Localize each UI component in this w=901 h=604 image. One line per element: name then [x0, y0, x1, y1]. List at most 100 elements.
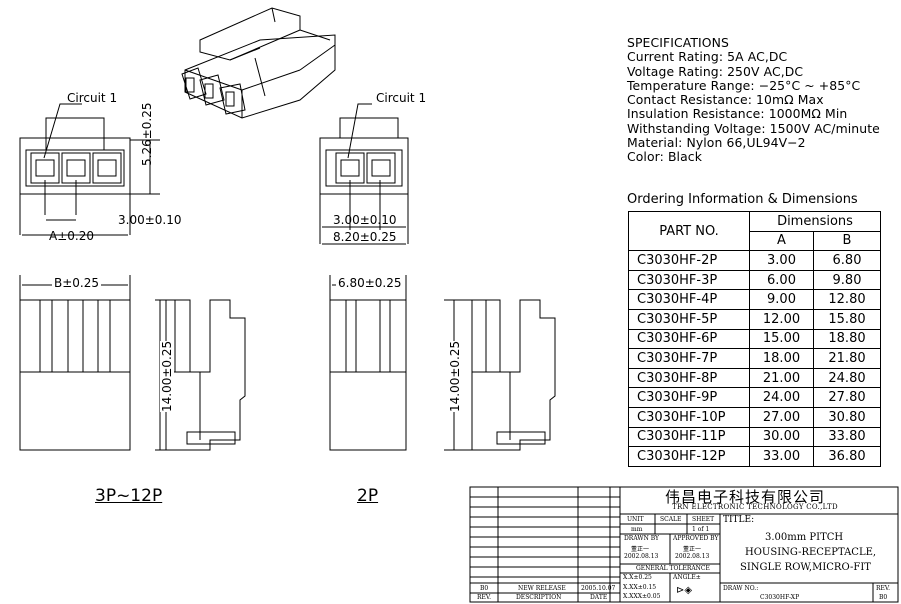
- dim-b-cell: 6.80: [813, 250, 881, 271]
- rev-value: B0: [879, 594, 888, 601]
- dim-a-cell: 30.00: [749, 426, 814, 448]
- dim-a-cell: 15.00: [749, 328, 814, 350]
- part-number-cell: C3030HF-10P: [628, 406, 750, 428]
- pitch-dim-left: 3.00±0.10: [118, 213, 182, 227]
- dim-a-cell: 9.00: [749, 289, 814, 310]
- part-number-cell: C3030HF-12P: [628, 446, 750, 467]
- width-2p-dim: 6.80±0.25: [336, 276, 404, 290]
- side-view-3p: [19, 275, 131, 451]
- rev-date: 2005.10.07: [581, 585, 616, 592]
- title-line-1: 3.00mm PITCH: [765, 532, 844, 543]
- dim-b-cell: 21.80: [813, 348, 881, 369]
- rev-description: NEW RELEASE: [518, 585, 566, 592]
- approved-date: 2002.08.13: [675, 553, 710, 560]
- unit-value: mm: [631, 526, 643, 533]
- projection-symbol-icon: ⊳◈: [676, 585, 693, 596]
- specifications: SPECIFICATIONS Current Rating: 5A AC,DC …: [627, 35, 880, 165]
- spec-line: Withstanding Voltage: 1500V AC/minute: [627, 120, 880, 136]
- description-header: DESCRIPTION: [516, 594, 562, 601]
- width-dim-right: 8.20±0.25: [333, 230, 397, 244]
- unit-label: UNIT: [627, 516, 644, 523]
- rev-code: B0: [480, 585, 489, 592]
- dim-a-cell: 6.00: [749, 269, 814, 291]
- sheet-label: SHEET: [692, 516, 715, 523]
- dim-b-cell: 33.80: [813, 426, 881, 448]
- part-number-cell: C3030HF-2P: [628, 250, 750, 271]
- tolerance-3: X.XXX±0.05: [623, 593, 661, 600]
- dim-b-cell: 12.80: [813, 289, 881, 310]
- spec-line: Voltage Rating: 250V AC,DC: [627, 63, 804, 79]
- spec-line: Current Rating: 5A AC,DC: [627, 49, 788, 65]
- title-block-frame: [469, 486, 899, 603]
- part-number-cell: C3030HF-9P: [628, 387, 750, 408]
- spec-line: Insulation Resistance: 1000MΩ Min: [627, 106, 848, 122]
- tolerance-label: GENERAL TOLERANCE: [636, 565, 710, 572]
- spec-line: Temperature Range: −25°C ~ +85°C: [627, 77, 861, 93]
- dim-a-cell: 12.00: [749, 308, 814, 330]
- part-number-cell: C3030HF-7P: [628, 348, 750, 369]
- ordering-title: Ordering Information & Dimensions: [627, 192, 858, 207]
- dim-a-cell: 24.00: [749, 387, 814, 408]
- title-line-3: SINGLE ROW,MICRO-FIT: [740, 562, 871, 573]
- rev-label: REV.: [876, 585, 891, 592]
- isometric-view: [181, 7, 336, 119]
- height-dim-right: 14.00±0.25: [448, 340, 462, 412]
- width-b-dim: B±0.25: [52, 276, 102, 290]
- circuit-label-right: Circuit 1: [376, 91, 427, 105]
- spec-line: Contact Resistance: 10mΩ Max: [627, 92, 824, 108]
- spec-line: Material: Nylon 66,UL94V−2: [627, 135, 806, 151]
- dim-a-cell: 27.00: [749, 406, 814, 428]
- dim-b-cell: 27.80: [813, 387, 881, 408]
- part-number-cell: C3030HF-6P: [628, 328, 750, 350]
- scale-label: SCALE: [660, 516, 682, 523]
- spec-line: Color: Black: [627, 149, 702, 165]
- drawn-by-label: DRAWN BY: [624, 535, 660, 542]
- dim-a-cell: 33.00: [749, 446, 814, 467]
- part-number-cell: C3030HF-8P: [628, 367, 750, 389]
- dim-b-cell: 18.80: [813, 328, 881, 350]
- height-dim-left: 14.00±0.25: [160, 340, 174, 412]
- col-a-header: A: [749, 230, 814, 252]
- sheet-value: 1 of 1: [692, 526, 710, 533]
- approved-by-name: 董正一: [683, 546, 702, 553]
- dim-b-cell: 15.80: [813, 308, 881, 330]
- company-name-cn: 伟昌电子科技有限公司: [665, 488, 826, 506]
- dim-a-cell: 18.00: [749, 348, 814, 369]
- front-view-2p: [319, 103, 409, 245]
- circuit-label-left: Circuit 1: [67, 91, 118, 105]
- tolerance-2: X.XX±0.15: [623, 584, 657, 591]
- spec-heading: SPECIFICATIONS: [627, 35, 729, 50]
- drawing-number: C3030HF-XP: [760, 594, 800, 601]
- title-label: TITLE:: [723, 515, 755, 525]
- part-number-cell: C3030HF-11P: [628, 426, 750, 448]
- dim-b-cell: 36.80: [813, 446, 881, 467]
- dim-b-cell: 30.80: [813, 406, 881, 428]
- angle-label: ANGLE±: [673, 574, 701, 581]
- col-b-header: B: [813, 230, 881, 252]
- front-view-3p: [19, 103, 160, 236]
- side-view-2p: [329, 275, 407, 451]
- dimensions-header: Dimensions: [749, 211, 881, 232]
- tolerance-1: X.X±0.25: [623, 574, 652, 581]
- company-name-en: TRN ELECTRONIC TECHNOLOGY CO.,LTD: [672, 503, 838, 511]
- title-line-2: HOUSING-RECEPTACLE,: [745, 547, 877, 558]
- date-header: DATE: [590, 594, 608, 601]
- drawn-date: 2002.08.13: [624, 553, 659, 560]
- approved-by-label: APPROVED BY: [673, 535, 719, 542]
- width-a-dim: A±0.20: [49, 229, 94, 243]
- drawing-no-label: DRAW NO.:: [723, 585, 759, 592]
- part-number-cell: C3030HF-5P: [628, 308, 750, 330]
- dim-b-cell: 9.80: [813, 269, 881, 291]
